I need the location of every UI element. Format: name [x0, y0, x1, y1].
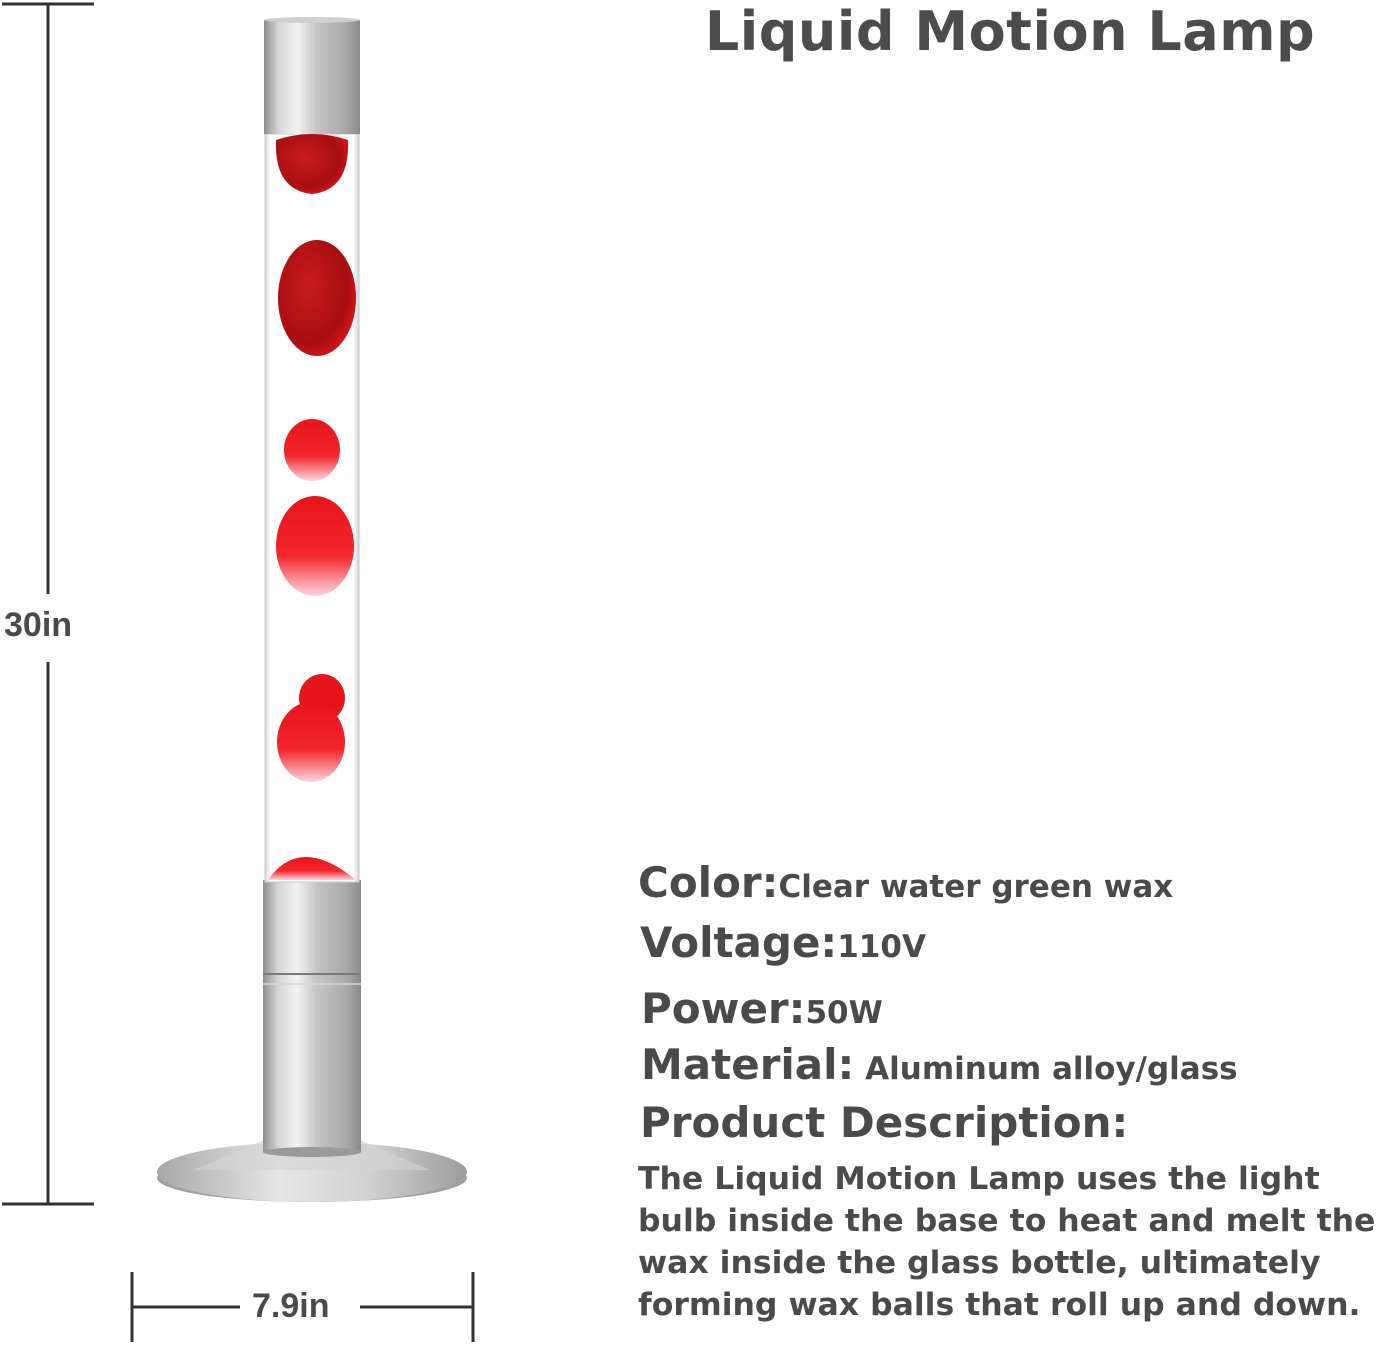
spec-material-value: Aluminum alloy/glass	[854, 1051, 1238, 1087]
lava-wax-blobs	[268, 134, 356, 880]
spec-voltage-value: 110V	[837, 929, 926, 965]
spec-power-value: 50W	[805, 995, 883, 1031]
spec-color-value: Clear water green wax	[778, 869, 1174, 905]
product-title: Liquid Motion Lamp	[704, 0, 1316, 63]
spec-power: Power:50W	[641, 984, 883, 1033]
width-dimension-line	[130, 1272, 475, 1342]
lamp-base	[157, 1140, 467, 1202]
spec-color-label: Color:	[638, 858, 779, 907]
spec-power-label: Power:	[641, 984, 806, 1033]
width-dimension-label: 7.9in	[252, 1287, 330, 1325]
height-dimension-line	[2, 2, 94, 1206]
spec-color: Color:Clear water green wax	[638, 858, 1173, 907]
lamp-top-cap	[264, 17, 360, 134]
description-body: The Liquid Motion Lamp uses the light bu…	[638, 1161, 1376, 1323]
spec-voltage: Voltage:110V	[640, 918, 926, 967]
lamp-lower-column	[263, 880, 361, 1157]
description-heading: Product Description:	[640, 1098, 1129, 1147]
spec-material: Material: Aluminum alloy/glass	[641, 1040, 1238, 1089]
spec-voltage-label: Voltage:	[640, 918, 838, 967]
spec-material-label: Material:	[641, 1040, 855, 1089]
height-dimension-label: 30in	[4, 606, 73, 644]
